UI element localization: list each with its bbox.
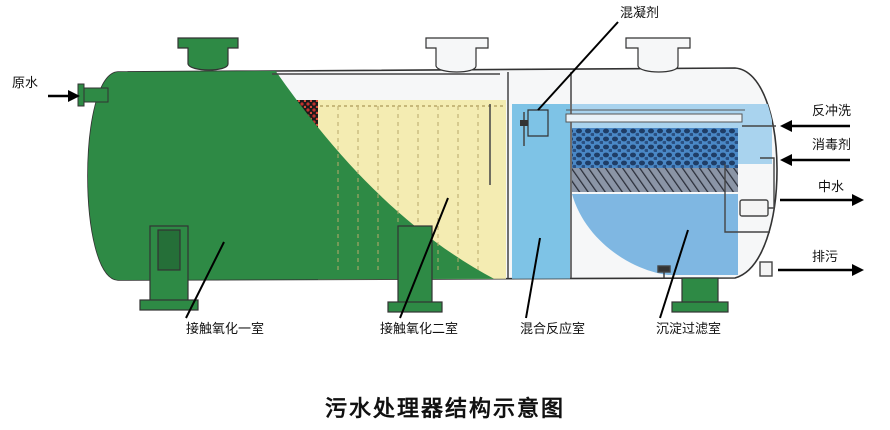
filter-top-plate [566, 114, 742, 122]
diagram-title: 污水处理器结构示意图 [0, 391, 890, 423]
reclaimed-water-label: 中水 [818, 180, 844, 196]
top-nozzles [178, 38, 690, 72]
backwash-label: 反冲洗 [812, 104, 851, 120]
chamber-1-label: 接触氧化一室 [186, 322, 264, 338]
filter-media [572, 128, 738, 168]
mixing-chamber-label: 混合反应室 [520, 322, 585, 338]
chamber-2-label: 接触氧化二室 [380, 322, 458, 338]
mixing-chamber-water [512, 104, 570, 280]
sludge-discharge-label: 排污 [812, 250, 838, 266]
filter-chamber-label: 沉淀过滤室 [656, 322, 721, 338]
support-layer [572, 168, 738, 192]
disinfectant-label: 消毒剂 [812, 138, 851, 154]
coagulant-label: 混凝剂 [620, 6, 659, 22]
raw-water-label: 原水 [12, 76, 38, 92]
